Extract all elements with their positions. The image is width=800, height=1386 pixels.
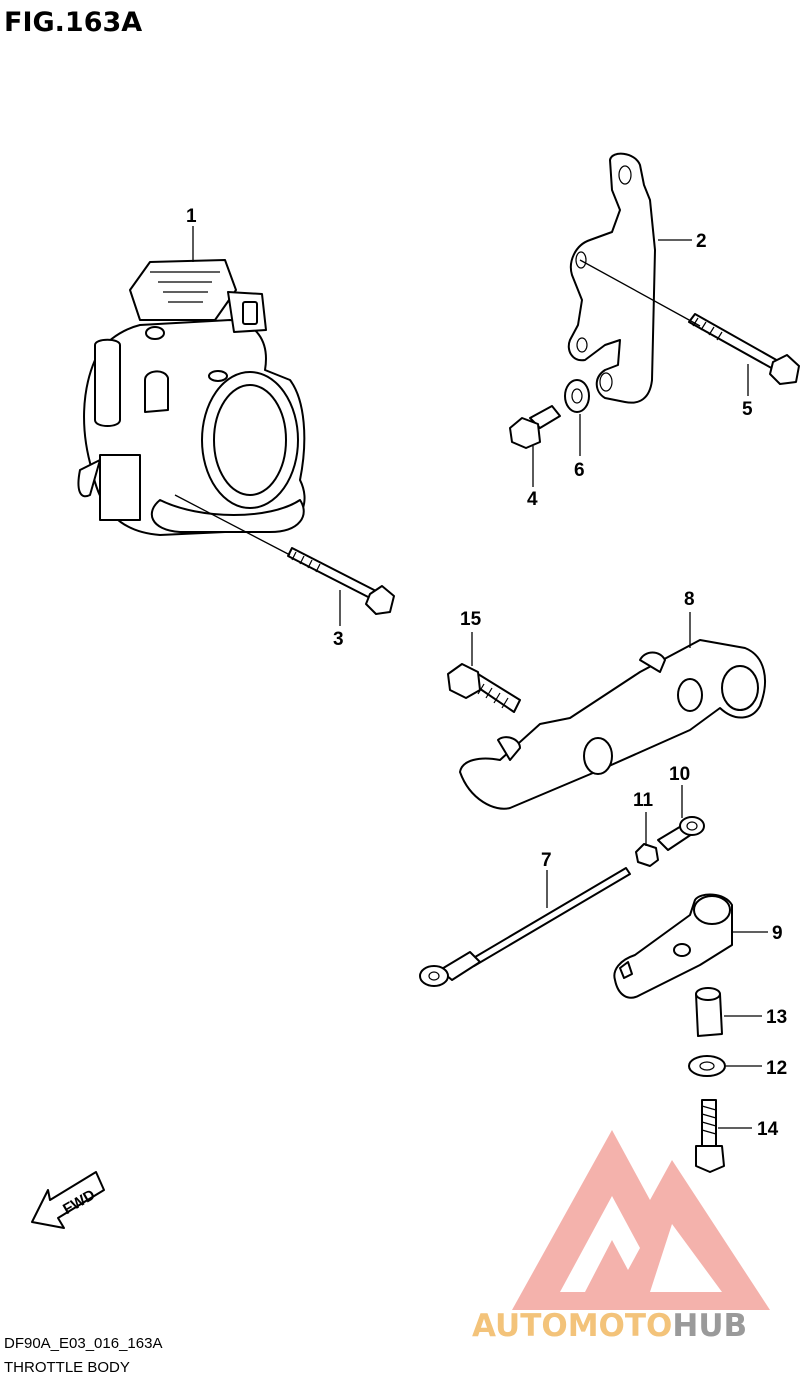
part-6-washer-hole [571, 388, 583, 404]
callout-13: 13 [766, 1007, 787, 1028]
callout-8: 8 [684, 589, 695, 610]
callout-2: 2 [696, 231, 707, 252]
figure-code: DF90A_E03_016_163A [4, 1335, 162, 1352]
callout-4: 4 [527, 489, 538, 510]
callout-15: 15 [460, 609, 482, 630]
leader-lines [174, 226, 768, 1129]
part-14-bolt [695, 1099, 725, 1173]
part-13-collar [695, 987, 723, 1037]
part-5-bolt [688, 313, 800, 385]
callout-5: 5 [742, 399, 753, 420]
part-12-washer-hole [699, 1061, 715, 1071]
part-10-rod-end [657, 816, 705, 851]
part-6-washer [564, 379, 590, 413]
watermark-auto: AUTOMOTO [472, 1308, 672, 1344]
part-4-bolt [509, 405, 561, 449]
automotohub-logo [512, 1130, 770, 1310]
callout-10: 10 [669, 764, 690, 785]
part-9-lever [613, 893, 733, 999]
callout-7: 7 [541, 850, 552, 871]
part-3-bolt [287, 547, 395, 615]
part-12-washer [688, 1055, 726, 1077]
callout-11: 11 [633, 790, 654, 811]
figure-caption: THROTTLE BODY [4, 1359, 130, 1376]
callout-6: 6 [574, 460, 585, 481]
callout-9: 9 [772, 923, 783, 944]
watermark-text: AUTOMOTOHUB [472, 1308, 747, 1344]
part-15-bolt [447, 663, 521, 713]
fwd-arrow-icon: FWD [31, 1171, 105, 1229]
part-8-lever [459, 639, 766, 810]
callout-12: 12 [766, 1058, 787, 1079]
part-11-nut [635, 843, 659, 867]
callout-1: 1 [186, 206, 197, 227]
watermark-hub: HUB [672, 1308, 747, 1344]
part-1-throttle-body [77, 259, 306, 536]
figure-title: FIG.163A [4, 7, 142, 38]
callout-14: 14 [757, 1119, 779, 1140]
part-7-rod [419, 867, 631, 987]
callout-3: 3 [333, 629, 344, 650]
